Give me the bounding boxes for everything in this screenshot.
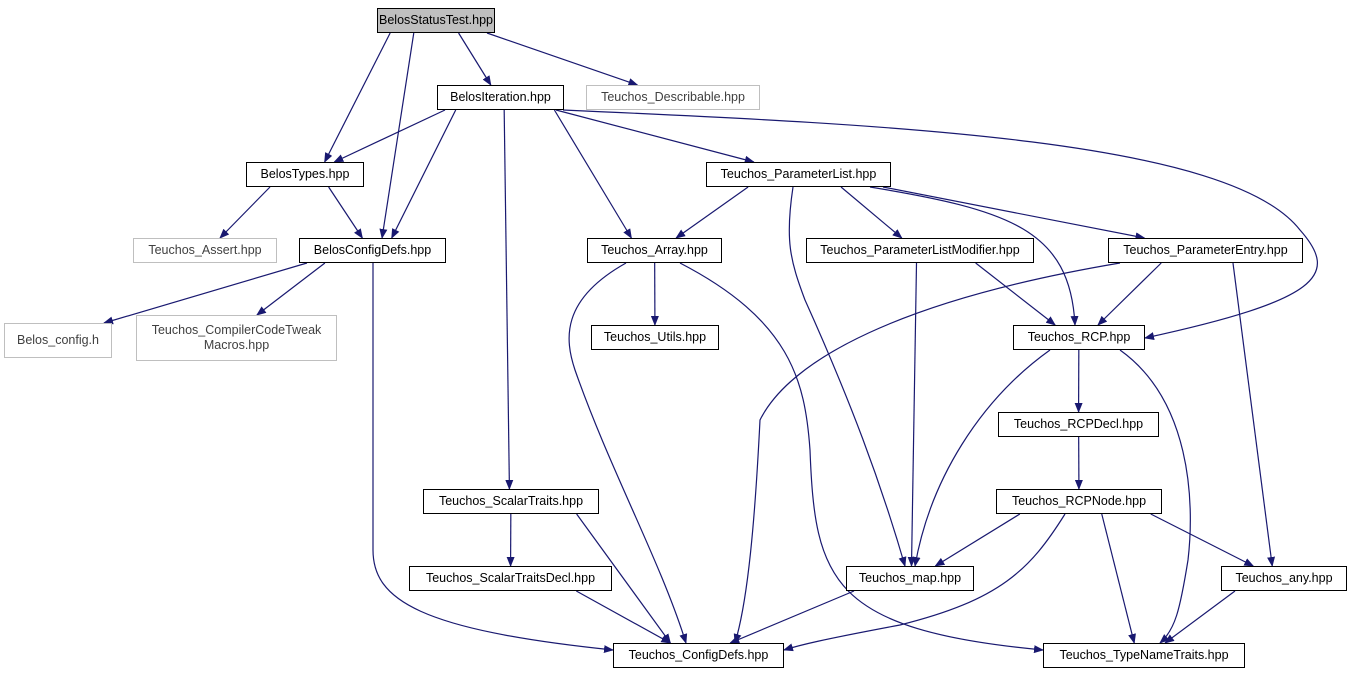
node-teuchos-map[interactable]: Teuchos_map.hpp [846, 566, 974, 591]
node-label: Teuchos_Describable.hpp [601, 90, 745, 104]
edge-TeuchosParameterList-to-TeuchosArray [675, 186, 749, 239]
edge-BelosStatusTest-to-BelosTypes [324, 32, 391, 163]
node-teuchos-assert: Teuchos_Assert.hpp [133, 238, 277, 263]
node-teuchos-rcp[interactable]: Teuchos_RCP.hpp [1013, 325, 1145, 350]
edge-BelosTypes-to-BelosConfigDefs [328, 186, 363, 239]
edge-TeuchosScalarTraitsDecl-to-TeuchosConfigDefs [576, 590, 672, 644]
node-label-line-1: Teuchos_CompilerCodeTweak [151, 323, 322, 337]
edge-BelosIteration-to-BelosConfigDefs [391, 109, 457, 239]
node-teuchos-rcp-decl[interactable]: Teuchos_RCPDecl.hpp [998, 412, 1159, 437]
node-teuchos-scalar-traits[interactable]: Teuchos_ScalarTraits.hpp [423, 489, 599, 514]
node-label: Teuchos_ParameterEntry.hpp [1123, 243, 1288, 257]
edge-TeuchosArray-to-TeuchosTypeNameTraits [679, 262, 1044, 654]
edge-TeuchosAny-to-TeuchosTypeNameTraits [1164, 590, 1236, 644]
edge-TeuchosRCP-to-TeuchosTypeNameTraits [1119, 349, 1191, 644]
node-label: Belos_config.h [16, 333, 99, 347]
node-label: BelosTypes.hpp [260, 167, 350, 181]
node-label: Teuchos_ScalarTraitsDecl.hpp [425, 571, 596, 585]
node-teuchos-parameter-entry[interactable]: Teuchos_ParameterEntry.hpp [1108, 238, 1303, 263]
edge-TeuchosMap-to-TeuchosConfigDefs [729, 590, 855, 644]
node-belos-status-test: BelosStatusTest.hpp [377, 8, 495, 33]
edge-TeuchosParameterEntry-to-TeuchosRCP [1097, 262, 1162, 326]
node-belos-config: Belos_config.h [4, 323, 112, 358]
node-belos-config-defs[interactable]: BelosConfigDefs.hpp [299, 238, 446, 263]
edge-BelosIteration-to-TeuchosArray [553, 109, 632, 239]
node-teuchos-scalar-traits-decl[interactable]: Teuchos_ScalarTraitsDecl.hpp [409, 566, 612, 591]
node-teuchos-compiler-code-tweak: Teuchos_CompilerCodeTweak Macros.hpp [136, 315, 337, 361]
node-label: Teuchos_RCPNode.hpp [1011, 494, 1147, 508]
edge-BelosConfigDefs-to-BelosConfig [103, 262, 308, 325]
node-label: Teuchos_TypeNameTraits.hpp [1059, 648, 1229, 662]
node-teuchos-utils[interactable]: Teuchos_Utils.hpp [591, 325, 719, 350]
node-label: Teuchos_RCP.hpp [1027, 330, 1131, 344]
edge-TeuchosRCPNode-to-TeuchosAny [1150, 513, 1255, 567]
edge-BelosStatusTest-to-BelosIteration [458, 32, 492, 86]
node-label: Teuchos_any.hpp [1235, 571, 1333, 585]
edge-TeuchosParameterListModifier-to-TeuchosMap [907, 262, 918, 567]
edge-BelosConfigDefs-to-TeuchosConfigDefs [372, 263, 614, 654]
edge-BelosIteration-to-BelosTypes [333, 109, 446, 163]
node-teuchos-type-name-traits[interactable]: Teuchos_TypeNameTraits.hpp [1043, 643, 1245, 668]
node-label: BelosStatusTest.hpp [379, 13, 493, 27]
node-belos-types[interactable]: BelosTypes.hpp [246, 162, 364, 187]
edge-TeuchosParameterList-to-TeuchosMap [788, 186, 907, 567]
node-label: Teuchos_ParameterListModifier.hpp [820, 243, 1020, 257]
node-label: BelosConfigDefs.hpp [313, 243, 432, 257]
edge-TeuchosParameterEntry-to-TeuchosAny [1232, 262, 1276, 567]
node-teuchos-any[interactable]: Teuchos_any.hpp [1221, 566, 1347, 591]
node-label: Teuchos_ParameterList.hpp [720, 167, 877, 181]
node-label: Teuchos_Array.hpp [601, 243, 708, 257]
node-label: Teuchos_RCPDecl.hpp [1013, 417, 1144, 431]
node-label: Teuchos_Assert.hpp [148, 243, 262, 257]
node-teuchos-parameter-list-modifier[interactable]: Teuchos_ParameterListModifier.hpp [806, 238, 1034, 263]
node-teuchos-rcp-node[interactable]: Teuchos_RCPNode.hpp [996, 489, 1162, 514]
node-label: Teuchos_Utils.hpp [603, 330, 707, 344]
node-label: Teuchos_ConfigDefs.hpp [628, 648, 769, 662]
node-label: BelosIteration.hpp [450, 90, 551, 104]
edge-BelosConfigDefs-to-TeuchosCompilerCodeTweak [256, 262, 326, 316]
node-label: Teuchos_ScalarTraits.hpp [438, 494, 584, 508]
edge-TeuchosParameterList-to-TeuchosParameterEntry [882, 186, 1146, 241]
edge-BelosTypes-to-TeuchosAssert [219, 186, 271, 239]
edge-TeuchosArray-to-TeuchosConfigDefs [568, 262, 688, 644]
edge-TeuchosParameterList-to-TeuchosParameterListModifier [840, 186, 903, 239]
edge-TeuchosParameterListModifier-to-TeuchosRCP [975, 262, 1056, 326]
node-label: Teuchos_map.hpp [858, 571, 962, 585]
edge-TeuchosScalarTraits-to-TeuchosConfigDefs [576, 513, 671, 644]
node-belos-iteration[interactable]: BelosIteration.hpp [437, 85, 564, 110]
node-label-line-2: Macros.hpp [203, 338, 270, 352]
node-teuchos-config-defs[interactable]: Teuchos_ConfigDefs.hpp [613, 643, 784, 668]
edge-TeuchosRCP-to-TeuchosMap [912, 349, 1051, 567]
edge-TeuchosParameterList-to-TeuchosRCP [869, 186, 1079, 326]
edge-TeuchosRCPNode-to-TeuchosConfigDefs [783, 513, 1066, 652]
edge-BelosStatusTest-to-TeuchosDescribable [486, 32, 639, 86]
edge-TeuchosRCPNode-to-TeuchosTypeNameTraits [1101, 513, 1136, 644]
edge-BelosIteration-to-TeuchosRCP [562, 109, 1318, 340]
edge-BelosStatusTest-to-BelosConfigDefs [379, 32, 415, 239]
edge-BelosIteration-to-TeuchosParameterList [555, 109, 755, 164]
edge-TeuchosParameterEntry-to-TeuchosConfigDefs [733, 262, 1121, 644]
node-teuchos-array[interactable]: Teuchos_Array.hpp [587, 238, 722, 263]
edge-TeuchosRCPNode-to-TeuchosMap [934, 513, 1021, 567]
node-teuchos-parameter-list[interactable]: Teuchos_ParameterList.hpp [706, 162, 891, 187]
edge-BelosIteration-to-TeuchosScalarTraits [503, 109, 514, 490]
node-teuchos-describable: Teuchos_Describable.hpp [586, 85, 760, 110]
